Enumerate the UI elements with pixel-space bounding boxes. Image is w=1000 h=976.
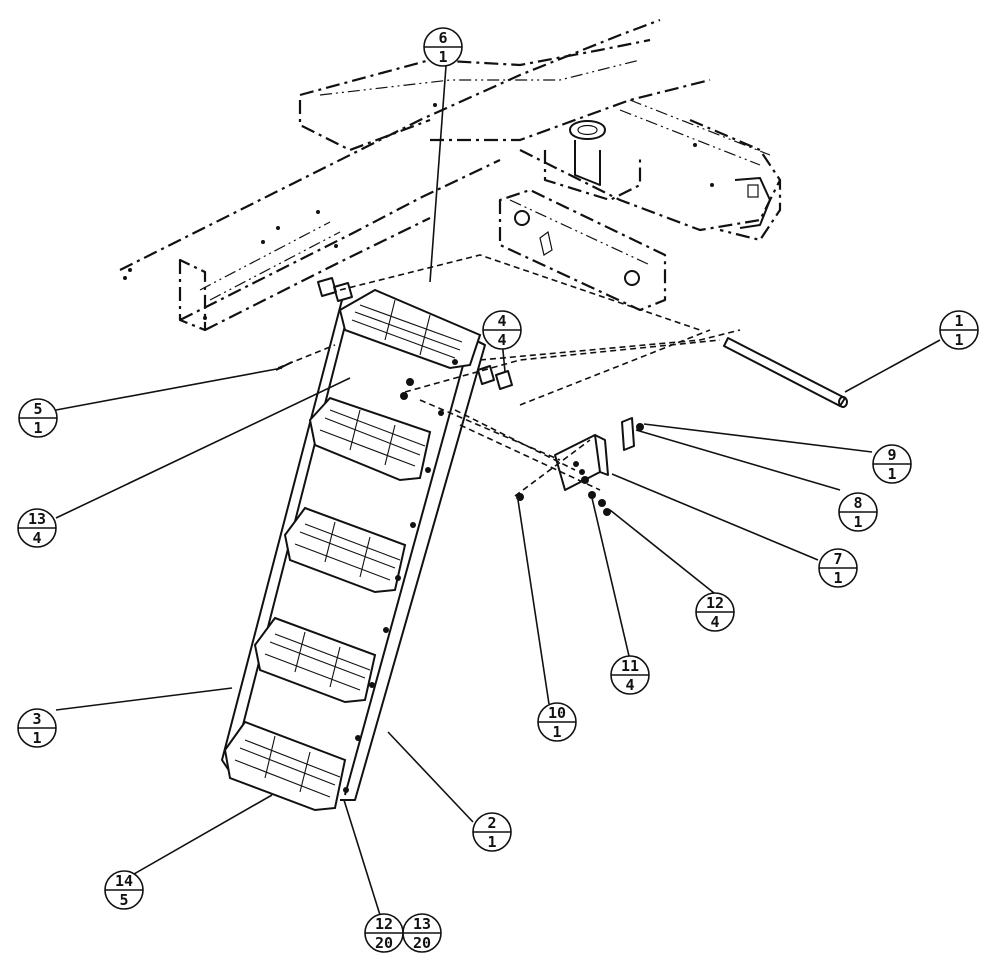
balloon-item-number: 13: [28, 510, 46, 528]
vehicle-frame: [119, 18, 782, 332]
balloon-item-number: 12: [706, 594, 724, 612]
balloon-item-4: 4 4: [482, 310, 522, 350]
balloon-item-7: 7 1: [818, 548, 858, 588]
balloon-item-14: 14 5: [104, 870, 144, 910]
balloon-item-5: 5 1: [18, 398, 58, 438]
balloon-item-10: 10 1: [537, 702, 577, 742]
balloon-item-3: 3 1: [17, 708, 57, 748]
balloon-item-1: 1 1: [939, 310, 979, 350]
balloon-item-number: 5: [33, 400, 42, 418]
balloon-item-number: 1: [954, 312, 963, 330]
balloon-item-number: 12: [375, 915, 393, 933]
balloon-quantity: 1: [887, 465, 896, 483]
leader-lines: [55, 65, 941, 916]
balloon-quantity: 20: [375, 934, 393, 952]
hidden-assembly-lines: [277, 254, 741, 497]
balloon-item-13-bottom: 13 20: [402, 913, 442, 953]
ladder-step: [253, 616, 377, 704]
balloon-quantity: 1: [438, 48, 447, 66]
balloon-quantity: 1: [32, 729, 41, 747]
balloon-item-12-bottom: 12 20: [364, 913, 404, 953]
balloon-quantity: 4: [710, 613, 719, 631]
balloon-quantity: 1: [552, 723, 561, 741]
balloon-quantity: 20: [413, 934, 431, 952]
balloon-quantity: 4: [32, 529, 41, 547]
balloon-quantity: 1: [33, 419, 42, 437]
hitch-pin: [723, 337, 848, 408]
balloon-quantity: 5: [119, 891, 128, 909]
balloon-item-12: 12 4: [695, 592, 735, 632]
balloon-quantity: 1: [853, 513, 862, 531]
balloon-quantity: 1: [954, 331, 963, 349]
balloon-item-number: 8: [853, 494, 862, 512]
balloon-quantity: 1: [487, 833, 496, 851]
ladder-step: [283, 506, 407, 594]
balloon-item-number: 3: [32, 710, 41, 728]
balloon-quantity: 4: [625, 676, 634, 694]
balloon-item-13: 13 4: [17, 508, 57, 548]
balloon-item-number: 4: [497, 312, 506, 330]
hardware: [275, 277, 644, 516]
balloon-item-6: 6 1: [423, 27, 463, 67]
balloon-quantity: 4: [497, 331, 506, 349]
ladder-step: [223, 720, 347, 812]
ladder: [221, 288, 486, 812]
balloon-item-number: 2: [487, 814, 496, 832]
balloon-item-number: 14: [115, 872, 133, 890]
ladder-step: [308, 396, 432, 482]
balloon-item-9: 9 1: [872, 444, 912, 484]
balloon-item-number: 7: [833, 550, 842, 568]
ladder-step: [338, 288, 482, 370]
balloon-item-number: 6: [438, 29, 447, 47]
balloon-quantity: 1: [833, 569, 842, 587]
balloon-item-2: 2 1: [472, 812, 512, 852]
balloon-item-number: 11: [621, 657, 639, 675]
balloon-item-11: 11 4: [610, 655, 650, 695]
balloon-item-number: 10: [548, 704, 566, 722]
balloon-item-number: 13: [413, 915, 431, 933]
balloon-item-8: 8 1: [838, 492, 878, 532]
balloon-item-number: 9: [887, 446, 896, 464]
